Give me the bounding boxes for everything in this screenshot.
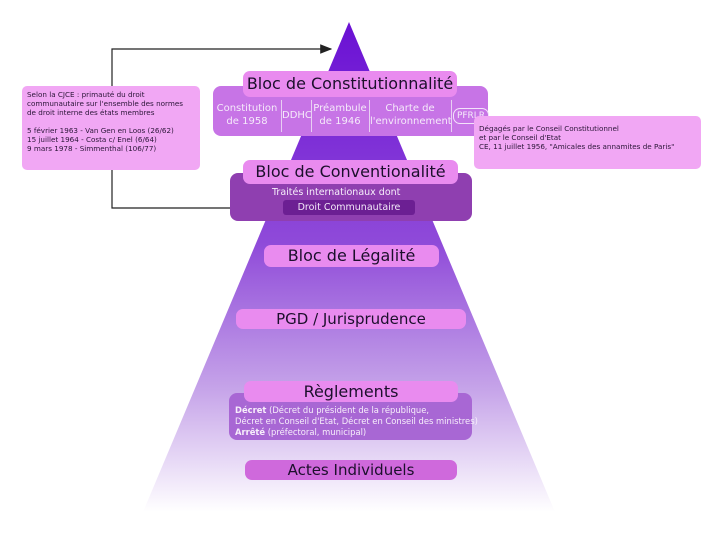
item-preambule: Préambule de 1946 (312, 102, 368, 132)
item-constitution-line1: Constitution (216, 103, 278, 114)
item-charte-line1: Charte de (385, 103, 435, 114)
reglements-title: Règlements (244, 381, 458, 402)
cjce-line: Selon la CJCE : primauté du droit (27, 90, 145, 99)
pfrlr-line: et par le Conseil d'Etat (479, 133, 561, 143)
cjce-case: 5 février 1963 - Van Gen en Loos (26/62) (27, 125, 174, 135)
arrete-label: Arrêté (235, 427, 266, 437)
separator (281, 100, 282, 132)
arrete-text: (préfectoral, municipal) (265, 427, 367, 437)
separator (451, 100, 452, 132)
actes-title: Actes Individuels (245, 460, 457, 480)
item-constitution: Constitution de 1958 (214, 102, 280, 132)
item-charte: Charte de l'environnement (370, 102, 452, 132)
cjce-note: Selon la CJCE : primauté du droit commun… (22, 86, 200, 170)
separator (369, 100, 370, 132)
item-ddhc: DDHC (282, 109, 312, 139)
item-constitution-line2: de 1958 (226, 116, 268, 127)
conventionnalite-title: Bloc de Conventionalité (243, 160, 458, 184)
item-charte-line2: l'environnement (370, 116, 452, 127)
reglements-decret-line2: Décret en Conseil d'Etat, Décret en Cons… (235, 416, 478, 426)
cjce-case: 9 mars 1978 - Simmenthal (106/77) (27, 144, 157, 154)
conventionnalite-subtitle: Traités internationaux dont (272, 187, 401, 198)
cjce-line: communautaire sur l'ensemble des normes (27, 99, 184, 109)
droit-communautaire-badge: Droit Communautaire (283, 200, 415, 215)
reglements-arrete: Arrêté (préfectoral, municipal) (235, 427, 366, 438)
decret-label: Décret (235, 405, 267, 415)
item-pfrlr-label: PFRLR (456, 111, 486, 121)
pfrlr-line: Dégagés par le Conseil Constitutionnel (479, 124, 619, 133)
item-ddhc-label: DDHC (282, 110, 312, 121)
item-preambule-line1: Préambule (313, 103, 367, 114)
pfrlr-line: CE, 11 juillet 1956, "Amicales des annam… (479, 142, 675, 152)
constitutionnalite-title: Bloc de Constitutionnalité (243, 71, 457, 97)
separator (311, 100, 312, 132)
pgd-title: PGD / Jurisprudence (236, 309, 466, 329)
item-preambule-line2: de 1946 (319, 116, 361, 127)
cjce-case: 15 juillet 1964 - Costa c/ Enel (6/64) (27, 134, 157, 144)
pfrlr-note: Dégagés par le Conseil Constitutionnel e… (474, 116, 701, 169)
reglements-decret: Décret (Décret du président de la républ… (235, 405, 429, 416)
legalite-title: Bloc de Légalité (264, 245, 439, 267)
decret-text: (Décret du président de la république, (266, 405, 430, 415)
cjce-line: de droit interne des états membres (27, 108, 155, 118)
